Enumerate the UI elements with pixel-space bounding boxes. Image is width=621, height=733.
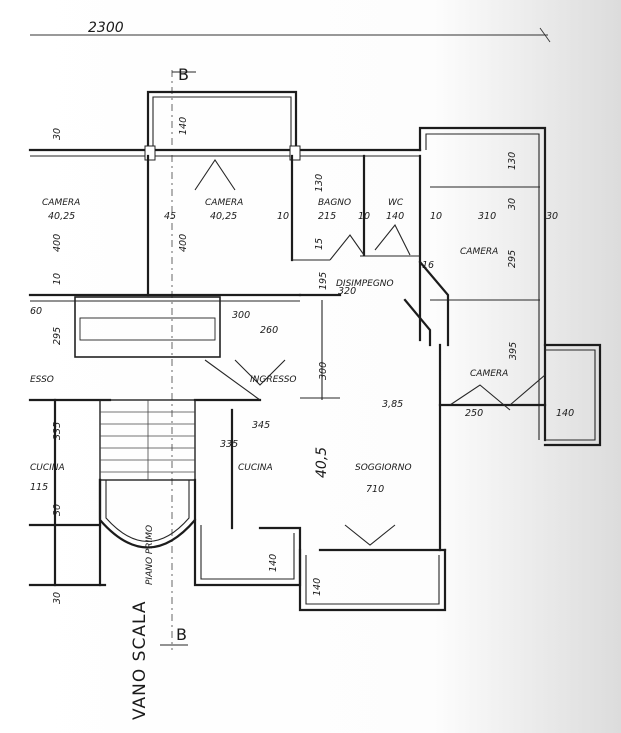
middle-wall bbox=[28, 397, 547, 407]
dim-320: 320 bbox=[338, 286, 356, 297]
dim-overall: 2300 bbox=[88, 20, 124, 36]
disimpegno-angled-wall bbox=[403, 260, 450, 347]
dim-10-b: 10 bbox=[358, 211, 370, 222]
lower-left-walls bbox=[28, 398, 107, 587]
room-ingresso: INGRESSO bbox=[250, 375, 297, 385]
west-walls bbox=[28, 293, 302, 358]
dim-115: 115 bbox=[30, 482, 48, 493]
room-camera-left-area: 40,25 bbox=[48, 211, 75, 222]
upper-door-swings bbox=[194, 159, 411, 261]
dim-130: 130 bbox=[314, 174, 325, 192]
living-walls bbox=[298, 293, 447, 612]
right-wing-walls bbox=[418, 126, 547, 442]
dim-140-bottom-b: 140 bbox=[312, 578, 323, 596]
dim-30-left: 30 bbox=[52, 504, 63, 516]
vano-scala-label: VANO SCALA bbox=[130, 601, 150, 720]
room-camera-center-area: 40,25 bbox=[210, 211, 237, 222]
dim-400-left: 400 bbox=[52, 234, 63, 252]
dim-140-top: 140 bbox=[178, 117, 189, 135]
dim-300-mid: 300 bbox=[318, 362, 329, 380]
stair bbox=[98, 399, 197, 549]
room-camera-right: CAMERA bbox=[460, 247, 498, 257]
dim-260: 260 bbox=[260, 325, 278, 336]
overall-dimension-line bbox=[30, 27, 551, 43]
dim-345: 345 bbox=[252, 420, 270, 431]
section-line-b bbox=[160, 70, 196, 650]
room-wc: WC bbox=[388, 198, 404, 208]
dim-30-top: 30 bbox=[52, 128, 63, 140]
dim-60: 60 bbox=[30, 306, 42, 317]
dim-30-small: 30 bbox=[507, 198, 518, 210]
dim-15-a: 15 bbox=[314, 238, 325, 250]
dim-130-right: 130 bbox=[507, 152, 518, 170]
dim-250: 250 bbox=[465, 408, 483, 419]
room-bagno: BAGNO bbox=[318, 198, 351, 208]
room-disimpegno: DISIMPEGNO bbox=[336, 279, 394, 289]
dim-405: 40,5 bbox=[314, 447, 330, 478]
dim-195: 195 bbox=[318, 272, 329, 290]
dim-335-left: 335 bbox=[52, 422, 63, 440]
stair-label: PIANO PRIMO bbox=[145, 525, 155, 585]
room-cucina: CUCINA bbox=[238, 463, 273, 473]
room-wc-area: 140 bbox=[386, 211, 404, 222]
dim-710: 710 bbox=[366, 484, 384, 495]
room-camera-left: CAMERA bbox=[42, 198, 80, 208]
dim-310: 310 bbox=[478, 211, 496, 222]
dim-295-left: 295 bbox=[52, 327, 63, 345]
right-door-swing bbox=[449, 374, 546, 411]
room-bagno-area: 215 bbox=[318, 211, 336, 222]
dim-140-right: 140 bbox=[556, 408, 574, 419]
upper-partitions bbox=[146, 154, 422, 342]
dim-300-small: 300 bbox=[232, 310, 250, 321]
section-mark-bottom: B bbox=[176, 625, 187, 644]
dim-295-right: 295 bbox=[507, 250, 518, 268]
dim-30-bl: 30 bbox=[52, 592, 63, 604]
dim-395-right: 395 bbox=[508, 342, 519, 360]
room-soggiorno: SOGGIORNO bbox=[355, 463, 412, 473]
dim-10-a: 10 bbox=[277, 211, 289, 222]
room-camera-center: CAMERA bbox=[205, 198, 243, 208]
right-balcony bbox=[543, 343, 602, 447]
dim-400-center: 400 bbox=[178, 234, 189, 252]
dim-385: 3,85 bbox=[382, 399, 403, 410]
room-camera-lower-right: CAMERA bbox=[470, 369, 508, 379]
section-mark-top: B bbox=[178, 65, 189, 84]
room-cucina-left: CUCINA bbox=[30, 463, 65, 473]
top-bay-walls bbox=[146, 90, 298, 152]
dim-16: 16 bbox=[422, 260, 434, 271]
dim-10-left: 10 bbox=[52, 273, 63, 285]
dim-30-right: 30 bbox=[546, 211, 558, 222]
room-ingresso-cut: ESSO bbox=[30, 375, 54, 385]
dim-140-bottom-a: 140 bbox=[268, 554, 279, 572]
dim-10-c: 10 bbox=[430, 211, 442, 222]
dim-45: 45 bbox=[164, 211, 176, 222]
dim-335-center: 335 bbox=[220, 439, 238, 450]
north-wall bbox=[28, 145, 422, 161]
